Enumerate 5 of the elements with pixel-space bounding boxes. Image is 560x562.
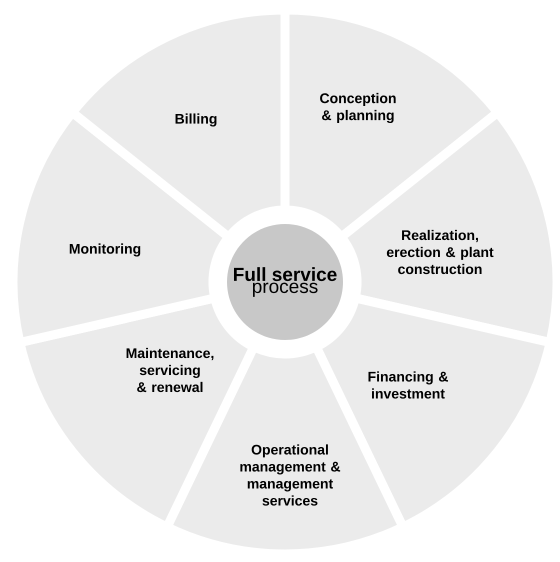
node-label: Realization, erection & plant construction [386,230,494,274]
node-label: Operational management & management services [240,444,340,506]
node-label: Maintenance, servicing & renewal [126,348,214,392]
node-label: Conception & planning [320,92,396,124]
node-label: Financing & investment [368,371,448,399]
